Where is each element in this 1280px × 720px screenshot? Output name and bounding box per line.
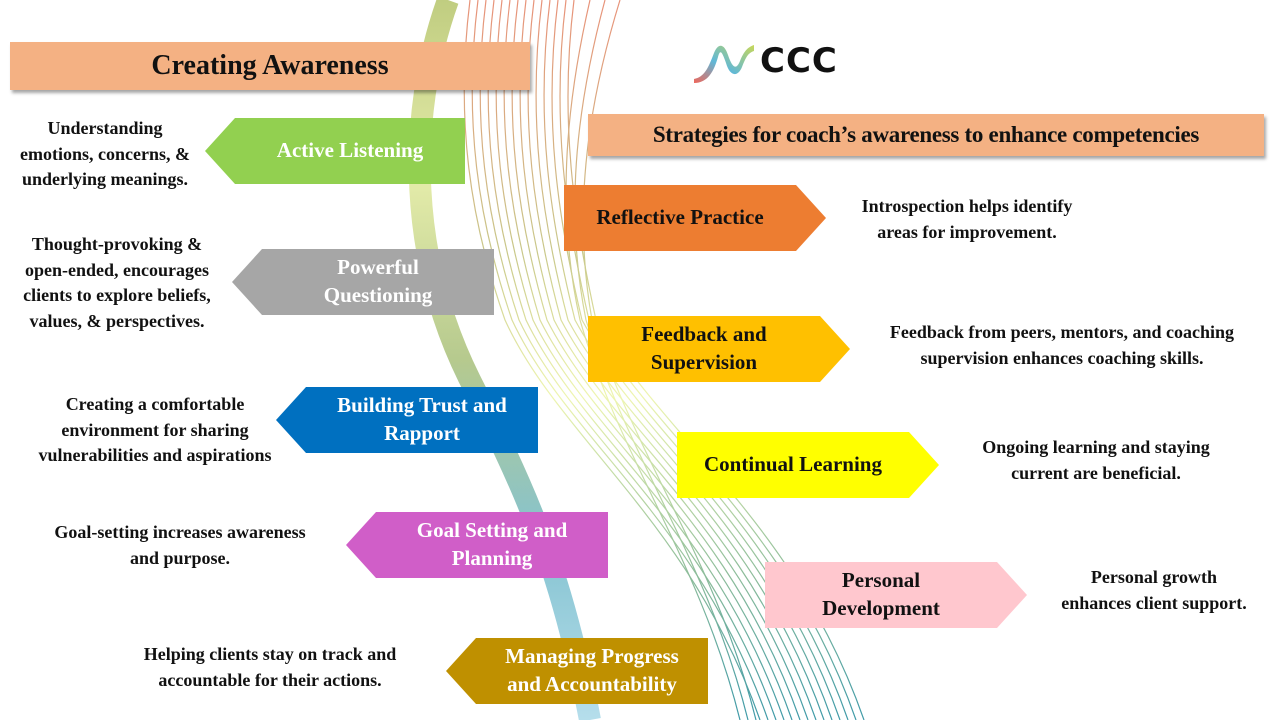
building-trust-label: Building Trust and Rapport [337, 393, 507, 445]
building-trust-description: Creating a comfortable environment for s… [38, 394, 272, 466]
continual-learning-arrow: Continual Learning [677, 432, 939, 498]
active-listening-arrow: Active Listening [205, 118, 465, 184]
feedback-supervision-arrow: Feedback and Supervision [588, 316, 850, 382]
powerful-questioning-label: Powerful Questioning [323, 255, 433, 307]
logo-text: CCC [760, 41, 838, 81]
feedback-supervision-description: Feedback from peers, mentors, and coachi… [889, 322, 1235, 368]
continual-learning-description: Ongoing learning and staying current are… [982, 437, 1210, 483]
building-trust-arrow: Building Trust and Rapport [276, 387, 538, 453]
personal-development-arrow: Personal Development [765, 562, 1027, 628]
ribbon-wave-logo-icon [694, 45, 754, 83]
reflective-practice-arrow: Reflective Practice [564, 185, 826, 251]
personal-development-label: Personal Development [822, 568, 940, 620]
ccc-logo: CCC [690, 36, 850, 86]
feedback-supervision-label: Feedback and Supervision [641, 322, 767, 374]
personal-development-description: Personal growth enhances client support. [1061, 567, 1247, 613]
powerful-questioning-description: Thought-provoking & open-ended, encourag… [23, 234, 211, 331]
active-listening-label: Active Listening [276, 138, 424, 163]
powerful-questioning-arrow: Powerful Questioning [232, 249, 494, 315]
reflective-practice-label: Reflective Practice [596, 205, 764, 230]
goal-setting-arrow: Goal Setting and Planning [346, 512, 608, 578]
continual-learning-label: Continual Learning [704, 452, 882, 477]
goal-setting-description: Goal-setting increases awareness and pur… [54, 522, 306, 568]
strategies-header: Strategies for coach’s awareness to enha… [588, 114, 1264, 156]
creating-awareness-header: Creating Awareness [10, 42, 530, 90]
managing-progress-description: Helping clients stay on track and accoun… [143, 644, 397, 690]
managing-progress-arrow: Managing Progress and Accountability [446, 638, 708, 704]
active-listening-description: Understanding emotions, concerns, & unde… [20, 118, 190, 190]
managing-progress-label: Managing Progress and Accountability [505, 644, 679, 696]
goal-setting-label: Goal Setting and Planning [416, 518, 568, 570]
reflective-practice-description: Introspection helps identify areas for i… [861, 196, 1073, 242]
